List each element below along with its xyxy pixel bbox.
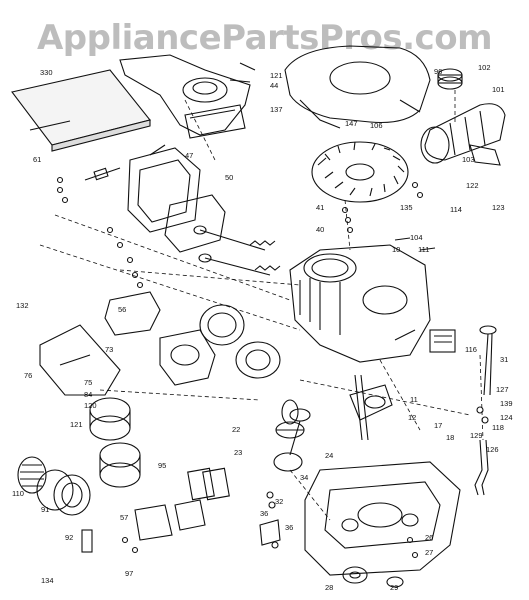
callout-number: 91 [41,505,49,514]
filter-element [89,397,131,441]
callout-number: 116 [465,345,477,354]
callout-number: 36 [285,523,293,532]
callout-number: 139 [500,399,513,408]
callout-number: 110 [12,489,24,498]
callout-number: 127 [496,385,509,394]
gaskets [134,467,281,546]
callout-number: 121 [270,71,283,80]
callout-number: 44 [270,81,278,90]
fuel-tank [119,54,251,139]
callout-number: 17 [434,421,442,430]
filter-element-lower [99,442,141,488]
watermark-text: AppliancePartsPros.com [36,18,493,58]
callout-number: 104 [410,233,423,242]
spark-plug [84,167,121,181]
callout-number: 137 [270,105,283,114]
callout-number: 84 [84,390,92,399]
callout-number: 126 [486,445,499,454]
callout-number: 123 [492,203,505,212]
callout-number: 95 [158,461,166,470]
air-filter-screen [17,456,91,516]
callout-number: 118 [492,423,504,432]
callout-number: 102 [478,63,491,72]
dipstick-tube [474,325,497,496]
callout-number: 103 [462,155,475,164]
callout-number: 97 [125,569,133,578]
callout-number: 28 [325,583,333,592]
callout-number: 23 [234,448,242,457]
callout-number: 75 [84,378,92,387]
callout-number: 147 [345,119,358,128]
carburetor [104,291,216,386]
gas-cap [437,68,463,90]
callout-number: 27 [425,548,433,557]
assembly-lines [39,90,484,521]
callout-number: 92 [65,533,73,542]
callout-number: 56 [118,305,126,314]
callout-number: 34 [300,473,308,482]
callout-number: 132 [16,301,29,310]
shroud-bracket [39,324,121,396]
callout-number: 111 [418,245,429,254]
manual-book [11,69,151,152]
callout-number: 11 [410,395,418,404]
blower-housing [284,45,431,129]
callout-number: 24 [325,451,333,460]
callout-number: 114 [450,205,462,214]
callout-number: 135 [400,203,413,212]
callout-number: 61 [33,155,41,164]
flywheel [311,141,409,203]
air-cleaner [199,304,281,379]
callout-number: 330 [40,68,53,77]
callout-number: 106 [370,121,383,130]
engine-block [289,244,431,363]
callout-number: 22 [232,425,240,434]
callout-number: 101 [492,85,505,94]
callout-number: 18 [446,433,454,442]
callout-number: 50 [225,173,233,182]
valves [193,225,281,276]
callout-number: 36 [260,509,268,518]
callout-number: 57 [120,513,128,522]
callout-number: 129 [470,431,483,440]
callout-number: 32 [275,497,283,506]
camshaft-gear [275,421,305,439]
callout-number: 29 [390,583,398,592]
callout-number: 134 [41,576,54,585]
hardware [56,62,489,559]
callout-number: 124 [500,413,513,422]
callout-number: 122 [466,181,479,190]
callout-number: 41 [316,203,324,212]
callout-number: 121 [70,420,83,429]
crankcase-base [304,461,461,576]
callout-number: 31 [500,355,508,364]
crankshaft [349,374,393,441]
callout-number: 73 [105,345,113,354]
decal [429,329,456,353]
callout-number: 40 [316,225,324,234]
callout-number: 12 [408,413,416,422]
callout-number: 10 [392,245,400,254]
callout-number: 96 [434,67,442,76]
callout-number: 47 [185,151,193,160]
callout-number: 26 [425,533,433,542]
callout-number: 76 [24,371,32,380]
muffler [420,103,506,166]
oil-seals [342,566,404,588]
cylinder-head [127,147,226,253]
connecting-rod [273,399,311,472]
callout-number: 120 [84,401,97,410]
